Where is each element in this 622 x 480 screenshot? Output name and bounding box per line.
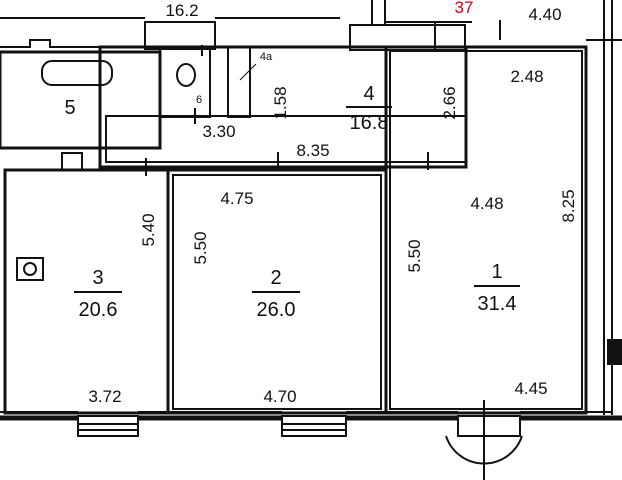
room-4a-number: 4a — [260, 51, 273, 63]
room-1-outline — [384, 45, 588, 415]
dim-room1-depth: 8.25 — [559, 189, 578, 222]
room-6-number: 6 — [196, 94, 202, 106]
room-4-area: 16.8 — [350, 112, 389, 134]
stove-burner-icon — [23, 262, 37, 276]
stove-icon — [16, 257, 44, 281]
dim-room2-left: 5.50 — [191, 231, 210, 264]
room-4a-leader — [239, 63, 257, 81]
room-1-area: 31.4 — [478, 293, 517, 315]
room-1-inner — [389, 50, 583, 410]
window-room-1 — [457, 415, 521, 437]
dim-room2-top: 4.75 — [220, 189, 253, 208]
room-3-area: 20.6 — [79, 299, 118, 321]
dim-room4-left: 1.58 — [271, 86, 290, 119]
dim-room3-bottom: 3.72 — [88, 387, 121, 406]
top-left-walls — [0, 0, 472, 48]
dim-hall-length: 8.35 — [296, 141, 329, 160]
toilet-icon — [176, 63, 196, 87]
toilet-room — [159, 46, 211, 118]
top-area-label: 16.2 — [165, 1, 198, 20]
dim-hall-width: 3.30 — [202, 122, 235, 141]
dimension-ticks — [145, 20, 501, 176]
room-1-number: 1 — [491, 261, 502, 283]
room-2-number: 2 — [270, 267, 281, 289]
dim-room3-right: 5.40 — [139, 213, 158, 246]
right-neighbor-window — [607, 339, 622, 365]
bathtub — [41, 60, 113, 86]
upper-corridor — [349, 24, 466, 51]
window-room-2 — [281, 415, 347, 437]
dim-room2-bottom: 4.70 — [263, 387, 296, 406]
window-room-3-glass — [78, 423, 138, 431]
top-right-dimension: 4.40 — [528, 5, 561, 24]
dim-room1-width: 4.48 — [470, 194, 503, 213]
window-room-3 — [77, 415, 139, 437]
room-2-area: 26.0 — [257, 299, 296, 321]
dim-room1-top: 2.48 — [510, 67, 543, 86]
bathroom-outline — [0, 50, 162, 150]
room-2-inner — [172, 174, 382, 410]
room-3-number: 3 — [92, 267, 103, 289]
kitchen-sink-icon — [61, 152, 83, 171]
dim-room4-right: 2.66 — [440, 86, 459, 119]
dim-room1-bottom: 4.45 — [514, 379, 547, 398]
dim-room1-left: 5.50 — [405, 239, 424, 272]
room-3-outline — [3, 168, 170, 415]
utility-room-4a — [227, 46, 251, 118]
entry-vestibule — [144, 21, 216, 50]
room-5-number: 5 — [64, 97, 75, 119]
apartment-number: 37 — [455, 0, 474, 17]
room-4-number: 4 — [363, 83, 374, 105]
window-room-2-glass — [282, 423, 346, 431]
